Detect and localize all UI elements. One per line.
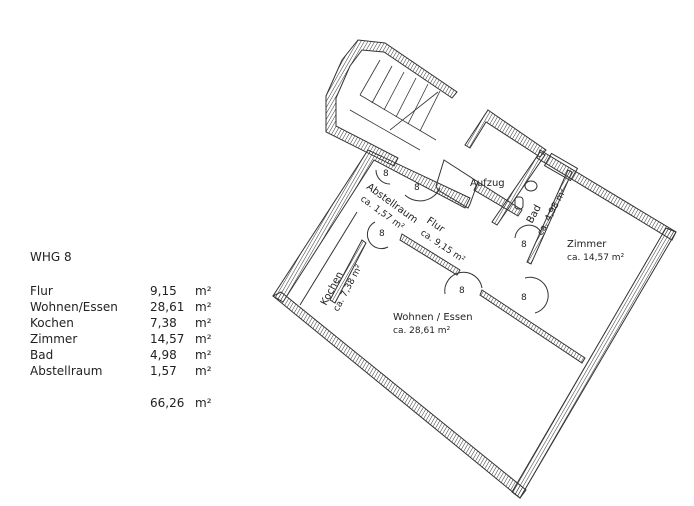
- room-name: Kochen: [30, 316, 74, 330]
- unit: m²: [195, 300, 212, 314]
- door-number: 8: [414, 183, 420, 193]
- door-number: 8: [521, 293, 527, 303]
- door-number: 8: [459, 286, 465, 296]
- elevator-wall: [464, 109, 547, 158]
- door-swing: [366, 221, 389, 250]
- room-area-zimmer: ca. 14,57 m²: [567, 253, 625, 263]
- door-swing: [524, 276, 549, 314]
- room-area: 4,98: [150, 348, 177, 362]
- exterior-wall: [511, 227, 677, 499]
- bathtub: [543, 152, 579, 182]
- door-swing: [444, 271, 483, 295]
- room-label-wohnen-essen: Wohnen / Essen: [393, 312, 473, 323]
- interior-wall: [479, 289, 586, 364]
- unit: m²: [195, 316, 212, 330]
- apartment-title: WHG 8: [30, 250, 72, 264]
- unit: m²: [195, 364, 212, 378]
- total-area: 66,26: [150, 396, 185, 410]
- door-number: 8: [379, 229, 385, 239]
- room-name: Abstellraum: [30, 364, 103, 378]
- interior-wall: [399, 233, 461, 276]
- room-area: 14,57: [150, 332, 185, 346]
- kitchen-counter: [299, 211, 358, 306]
- unit: m²: [195, 348, 212, 362]
- room-area: 28,61: [150, 300, 185, 314]
- room-label-zimmer: Zimmer: [567, 239, 607, 250]
- washbasin: [524, 180, 538, 192]
- door-number: 8: [383, 169, 389, 179]
- interior-wall: [329, 239, 367, 304]
- door-number: 8: [521, 240, 527, 250]
- room-name: Bad: [30, 348, 54, 362]
- stairwell-wall: [325, 39, 458, 167]
- room-area: 9,15: [150, 284, 177, 298]
- toilet: [514, 196, 524, 210]
- door-swing: [375, 169, 391, 185]
- unit: m²: [195, 284, 212, 298]
- unit: m²: [195, 396, 212, 410]
- exterior-wall: [272, 291, 527, 499]
- room-area: 1,57: [150, 364, 177, 378]
- room-name: Flur: [30, 284, 53, 298]
- room-label-aufzug: Aufzug: [470, 178, 505, 189]
- room-name: Wohnen/Essen: [30, 300, 118, 314]
- room-area: 7,38: [150, 316, 177, 330]
- room-area-wohnen-essen: ca. 28,61 m²: [393, 326, 451, 336]
- unit: m²: [195, 332, 212, 346]
- staircase: [349, 59, 441, 151]
- door-swing: [514, 224, 542, 239]
- interior-wall: [473, 181, 523, 217]
- door-swing: [404, 187, 441, 202]
- room-name: Zimmer: [30, 332, 78, 346]
